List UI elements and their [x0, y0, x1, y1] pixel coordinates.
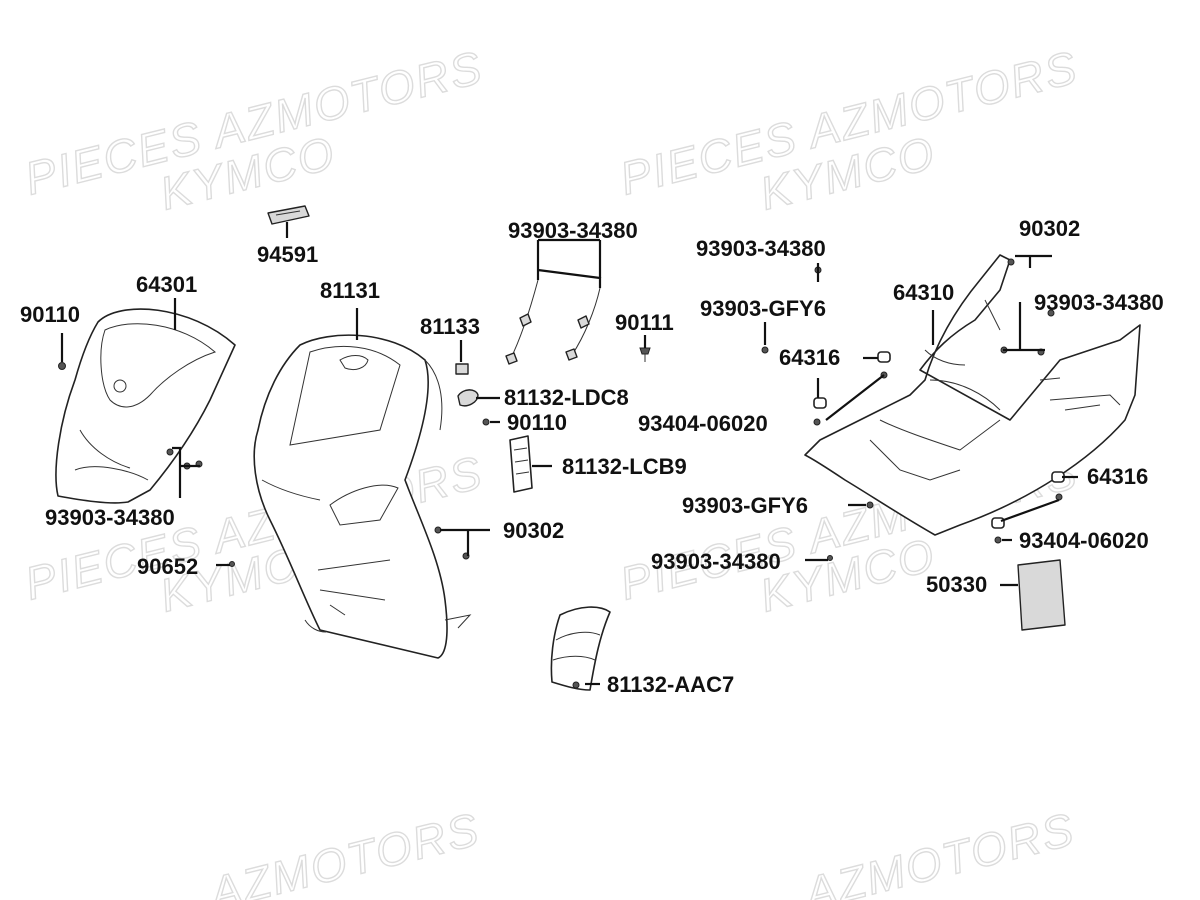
label-93903-34380: 93903-34380: [696, 236, 826, 261]
label-81132-aac7: 81132-AAC7: [607, 672, 734, 697]
part-81132-aac7-cover: [550, 606, 611, 691]
part-93903-34380-bracket: [505, 268, 602, 365]
label-64316: 64316: [779, 345, 840, 370]
label-94591: 94591: [257, 242, 318, 267]
label-64316: 64316: [1087, 464, 1148, 489]
part-50330-pad: [1017, 559, 1066, 631]
label-90110: 90110: [507, 410, 567, 435]
label-90652: 90652: [137, 554, 198, 579]
label-93903-gfy6: 93903-GFY6: [682, 493, 808, 518]
label-90302: 90302: [1019, 216, 1080, 241]
label-64301: 64301: [136, 272, 197, 297]
label-93404-06020: 93404-06020: [638, 411, 768, 436]
label-93903-gfy6: 93903-GFY6: [700, 296, 826, 321]
part-81132-lcb9-plate: [509, 435, 533, 493]
screw-90110-b: [482, 418, 490, 426]
part-94591-emblem: [267, 205, 310, 225]
part-64301-front-cover: [55, 308, 236, 504]
label-81133: 81133: [420, 314, 480, 339]
part-64316-damper-c: [813, 397, 827, 409]
watermark-text: AZMOTORS: [797, 803, 1080, 900]
label-81132-lcb9: 81132-LCB9: [562, 454, 687, 479]
label-90110: 90110: [20, 302, 80, 327]
screw-90111: [639, 347, 651, 362]
part-labels: 90110 64301 93903-34380 94591 81131 9065…: [20, 216, 1164, 697]
label-64310: 64310: [893, 280, 954, 305]
label-93903-34380: 93903-34380: [508, 218, 638, 243]
label-93903-34380: 93903-34380: [651, 549, 781, 574]
label-90302: 90302: [503, 518, 564, 543]
label-93903-34380: 93903-34380: [1034, 290, 1164, 315]
part-81133-clip: [455, 363, 469, 375]
part-64310-floor-panel: [804, 254, 1141, 536]
part-81132-ldc8-hook: [457, 389, 479, 407]
label-90111: 90111: [615, 310, 674, 335]
label-81132-ldc8: 81132-LDC8: [504, 385, 629, 410]
part-81131-leg-shield: [253, 334, 472, 659]
leader-lines: [60, 222, 1078, 686]
label-93903-34380: 93903-34380: [45, 505, 175, 530]
part-64316-damper-a: [877, 351, 891, 363]
label-81131: 81131: [320, 278, 380, 303]
screw-90110-a: [58, 362, 66, 370]
screw-misc: [166, 258, 1063, 689]
label-50330: 50330: [926, 572, 987, 597]
label-93404-06020: 93404-06020: [1019, 528, 1149, 553]
watermark-text: AZMOTORS: [202, 803, 485, 900]
